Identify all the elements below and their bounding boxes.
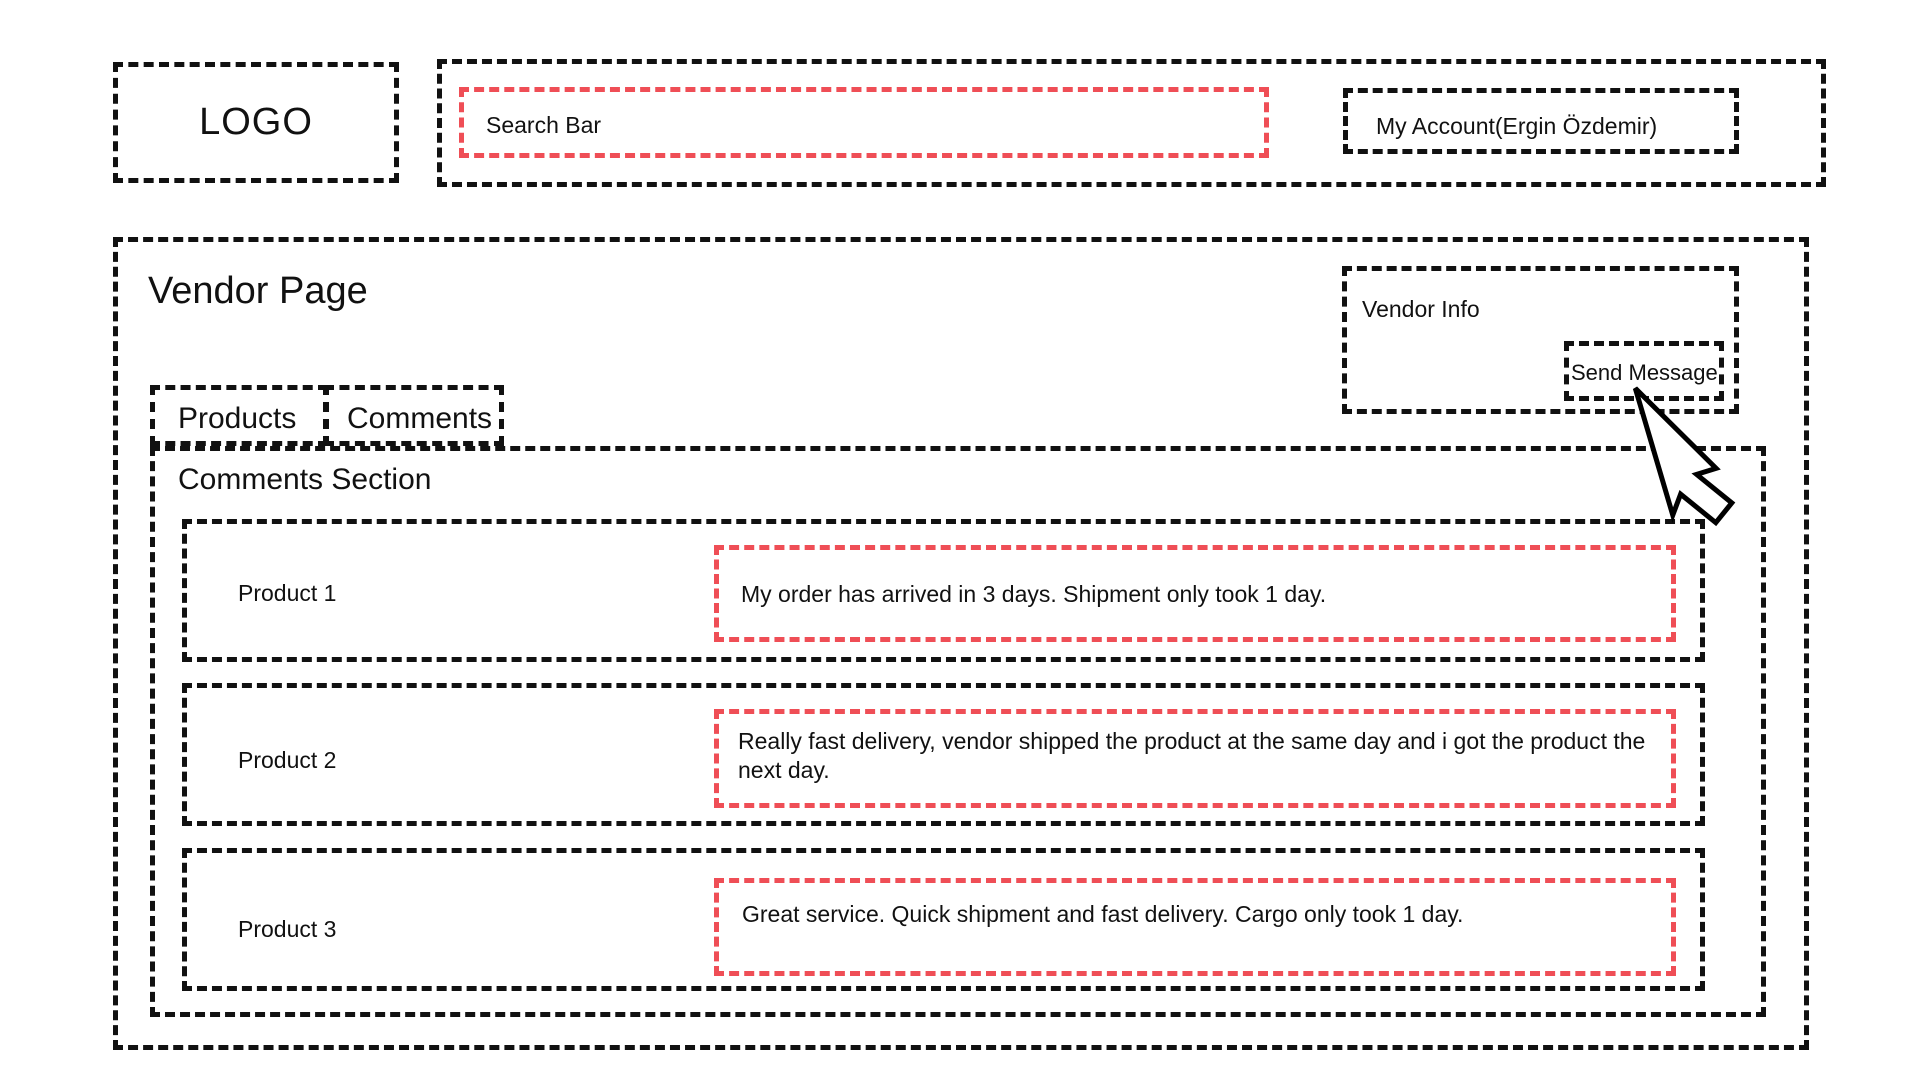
search-bar[interactable]: Search Bar: [459, 87, 1269, 158]
comments-section-title: Comments Section: [178, 463, 432, 496]
comments-section: [150, 446, 1766, 1017]
comment-row: [182, 683, 1705, 826]
comment-text: Great service. Quick shipment and fast d…: [742, 901, 1464, 927]
tab-products[interactable]: Products: [150, 385, 328, 446]
comment-text: Really fast delivery, vendor shipped the…: [738, 728, 1646, 783]
vendor-info-label: Vendor Info: [1362, 296, 1480, 322]
send-message-label: Send Message: [1571, 360, 1718, 385]
comment-row: [182, 848, 1705, 991]
comment-product-name[interactable]: Product 3: [238, 916, 337, 942]
comment-text-box: My order has arrived in 3 days. Shipment…: [714, 545, 1676, 642]
tab-comments-label: Comments: [347, 402, 493, 435]
comment-product-name[interactable]: Product 1: [238, 580, 337, 606]
mouse-pointer-icon: [1632, 386, 1736, 527]
page-title: Vendor Page: [148, 270, 368, 312]
vendor-page-panel: [113, 237, 1809, 1050]
vendor-info-panel: Vendor Info: [1342, 266, 1739, 414]
comment-text: My order has arrived in 3 days. Shipment…: [741, 581, 1327, 607]
header-bar: [437, 59, 1826, 187]
comment-text-box: Really fast delivery, vendor shipped the…: [714, 709, 1676, 808]
my-account-button[interactable]: My Account(Ergin Özdemir): [1343, 88, 1739, 154]
my-account-label: My Account(Ergin Özdemir): [1376, 113, 1658, 139]
tab-products-label: Products: [178, 402, 297, 435]
logo-text: LOGO: [199, 101, 313, 143]
comment-product-name[interactable]: Product 2: [238, 747, 337, 773]
comment-text-box: Great service. Quick shipment and fast d…: [714, 878, 1676, 976]
comment-row: [182, 519, 1705, 662]
logo[interactable]: LOGO: [113, 62, 399, 183]
search-bar-label: Search Bar: [486, 112, 602, 138]
tab-comments[interactable]: Comments: [324, 385, 504, 446]
